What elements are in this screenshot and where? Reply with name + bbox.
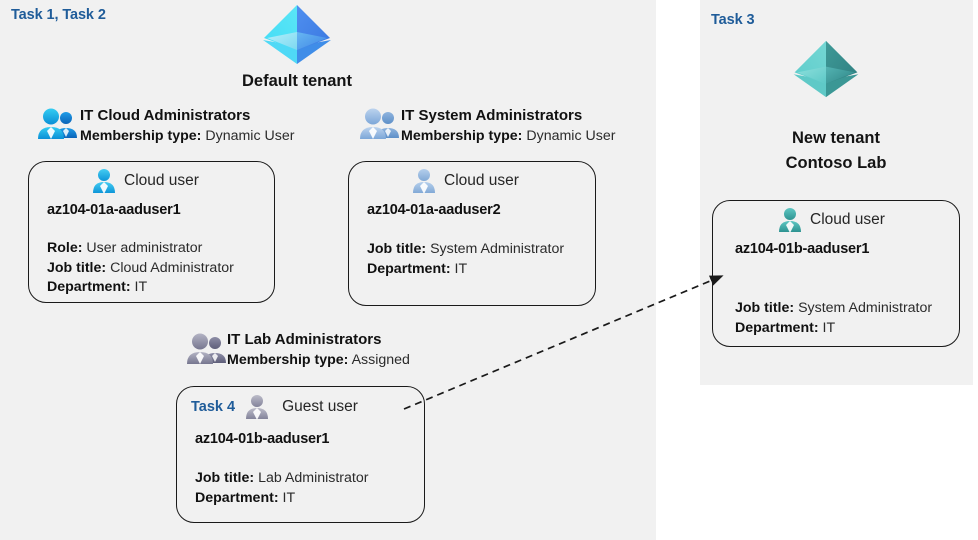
new-tenant-label: New tenant Contoso Lab: [726, 126, 946, 176]
task-tag-card: Task 4: [191, 399, 236, 415]
group-membership: Membership type: Dynamic User: [401, 126, 615, 147]
attr-department: Department: IT: [195, 489, 368, 509]
new-tenant-label-line1: New tenant: [791, 129, 880, 147]
attr-job-title: Job title: Lab Administrator: [195, 469, 368, 489]
group-membership-label: Membership type:: [80, 128, 202, 144]
attr-label: Role:: [47, 240, 83, 256]
task-tag-right: Task 3: [711, 12, 755, 28]
group-block-cloud-admins: IT Cloud Administrators Membership type:…: [80, 106, 294, 147]
attr-label: Job title:: [195, 470, 255, 486]
user-attributes: Role: User administrator Job title: Clou…: [47, 239, 234, 298]
attr-value: IT: [134, 279, 148, 295]
group-title: IT Cloud Administrators: [80, 107, 251, 124]
attr-label: Job title:: [735, 300, 795, 316]
attr-label: Department:: [195, 489, 279, 506]
attr-value: System Administrator: [798, 300, 933, 316]
attr-value: IT: [282, 489, 296, 506]
attr-job-title: Job title: Cloud Administrator: [47, 259, 234, 279]
attr-value: System Administrator: [430, 241, 565, 257]
attr-role: Role: User administrator: [47, 239, 234, 259]
cloud-user-icon: [93, 169, 115, 194]
group-title: IT Lab Administrators: [227, 331, 382, 348]
group-block-lab-admins: IT Lab Administrators Membership type: A…: [227, 330, 410, 371]
attr-job-title: Job title: System Administrator: [367, 240, 564, 260]
group-users-icon-cloud-admins: [37, 107, 79, 141]
card-header: Cloud user: [411, 168, 519, 194]
default-tenant-panel: [0, 0, 656, 540]
group-membership-value: Dynamic User: [205, 128, 295, 144]
user-type-label: Cloud user: [444, 172, 519, 189]
user-name: az104-01b-aaduser1: [735, 241, 870, 257]
attr-label: Job title:: [367, 241, 427, 257]
card-header: Task 4 Guest user: [191, 394, 358, 420]
attr-value: User administrator: [86, 240, 203, 256]
user-type-label: Guest user: [282, 398, 358, 415]
user-type-label: Cloud user: [124, 172, 199, 189]
task-tag-left: Task 1, Task 2: [11, 7, 106, 23]
group-membership-value: Dynamic User: [526, 128, 616, 144]
user-attributes: Job title: Lab Administrator Department:…: [195, 469, 368, 508]
attr-value: IT: [822, 319, 836, 336]
user-name: az104-01a-aaduser2: [367, 202, 501, 218]
group-membership-label: Membership type:: [227, 352, 349, 368]
user-attributes: Job title: System Administrator Departme…: [367, 240, 564, 279]
user-card-aaduser1b-cloud[interactable]: Cloud user az104-01b-aaduser1 Job title:…: [712, 200, 960, 347]
user-type-label: Cloud user: [810, 211, 885, 228]
entra-tenant-icon-default: [255, 2, 339, 68]
user-name: az104-01a-aaduser1: [47, 202, 181, 218]
group-title: IT System Administrators: [401, 107, 583, 124]
attr-label: Department:: [367, 260, 451, 277]
entra-tenant-icon-new: [786, 38, 866, 101]
group-users-icon-system-admins: [359, 107, 401, 141]
user-name: az104-01b-aaduser1: [195, 431, 330, 447]
attr-department: Department: IT: [47, 278, 234, 298]
card-header: Cloud user: [777, 207, 885, 233]
new-tenant-label-line2: Contoso Lab: [785, 154, 887, 172]
user-card-aaduser2[interactable]: Cloud user az104-01a-aaduser2 Job title:…: [348, 161, 596, 306]
attr-value: Cloud Administrator: [110, 259, 234, 276]
group-users-icon-lab-admins: [186, 332, 228, 366]
attr-value: IT: [454, 260, 468, 277]
attr-job-title: Job title: System Administrator: [735, 299, 932, 319]
cloud-user-icon: [413, 169, 435, 194]
group-block-system-admins: IT System Administrators Membership type…: [401, 106, 615, 147]
group-membership-label: Membership type:: [401, 128, 523, 144]
card-header: Cloud user: [91, 168, 199, 194]
group-membership-value: Assigned: [351, 352, 410, 368]
attr-department: Department: IT: [735, 319, 932, 339]
attr-department: Department: IT: [367, 260, 564, 280]
group-membership: Membership type: Assigned: [227, 350, 410, 371]
user-card-guest-aaduser1b[interactable]: Task 4 Guest user az104-01b-aaduser1 Job…: [176, 386, 425, 523]
user-attributes: Job title: System Administrator Departme…: [735, 299, 932, 338]
cloud-user-icon: [779, 208, 801, 233]
attr-value: Lab Administrator: [258, 470, 369, 486]
guest-user-icon: [246, 395, 269, 420]
attr-label: Department:: [47, 279, 131, 295]
attr-label: Department:: [735, 319, 819, 336]
group-membership: Membership type: Dynamic User: [80, 126, 294, 147]
default-tenant-label: Default tenant: [241, 72, 352, 90]
user-card-aaduser1[interactable]: Cloud user az104-01a-aaduser1 Role: User…: [28, 161, 275, 303]
attr-label: Job title:: [47, 259, 107, 276]
